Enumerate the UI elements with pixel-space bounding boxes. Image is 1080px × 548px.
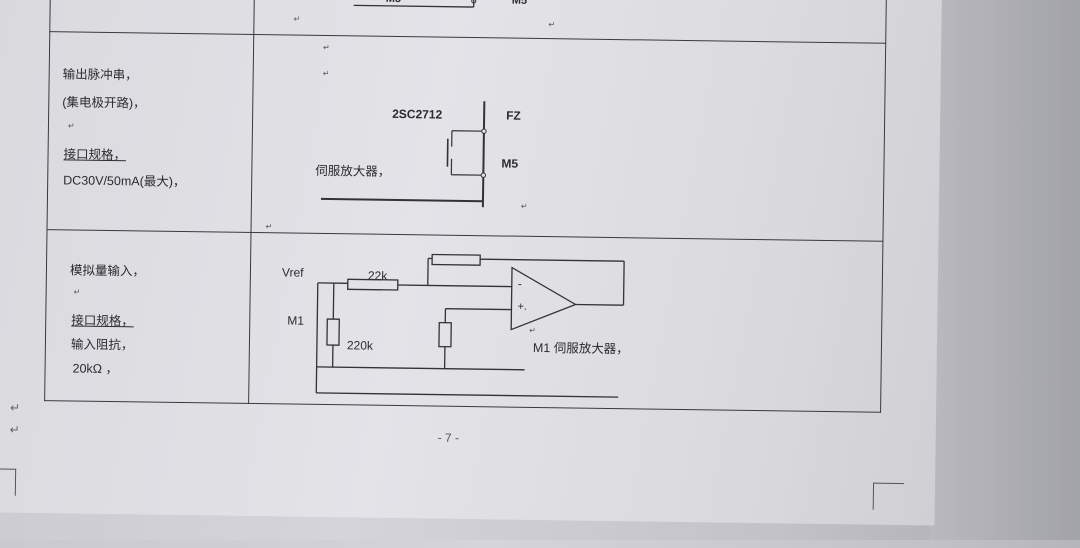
row2-label-input-impedance: 输入阻抗， [71, 333, 134, 353]
row2-servo-label: M1 伺服放大器， [533, 340, 629, 356]
page-number: - 7 - [438, 431, 460, 445]
format-mark: ↵ [74, 287, 81, 296]
row2-r22k-label: 22k [368, 269, 389, 283]
format-mark: ↵ [293, 15, 300, 24]
format-mark: ↵ [266, 222, 273, 231]
row1-fz-label: FZ [506, 109, 521, 123]
row2-r220k-label: 220k [347, 338, 374, 352]
row2-label-analog-input: 模拟量输入， [70, 259, 145, 279]
row2-label-interface-spec: 接口规格， [71, 309, 134, 329]
row2-m1-label: M1 [287, 313, 304, 327]
row1-label-interface-spec: 接口规格， [63, 143, 126, 163]
row0-left-label: M5 [386, 0, 401, 5]
paragraph-mark: ↵ [10, 423, 20, 437]
format-mark: ↵ [323, 69, 330, 78]
row1-label-output-pulse: 输出脉冲串， [63, 63, 138, 83]
row0-circuit-fragment: M5 M5 [253, 0, 574, 38]
row1-m5-label: M5 [501, 156, 518, 170]
opamp-minus-sign: - [518, 277, 522, 291]
row1-label-rating: DC30V/50mA(最大)， [63, 169, 186, 190]
opamp-plus-sign: +. [517, 301, 527, 313]
row1-transistor-label: 2SC2712 [392, 107, 443, 122]
row1-label-open-collector: (集电极开路)， [62, 91, 146, 111]
row2-label-impedance-value: 20kΩ ， [72, 357, 118, 377]
crop-mark-left [0, 468, 16, 495]
format-mark: ↵ [548, 20, 555, 29]
crop-mark-right [873, 483, 904, 510]
row1-circuit: 2SC2712 FZ M5 伺服放大器， [251, 36, 614, 237]
paragraph-mark: ↵ [10, 401, 20, 415]
row2-circuit: Vref M1 22k 220k M1 伺服放大器， - +. [248, 234, 650, 410]
format-mark: ↵ [529, 326, 536, 335]
format-mark: ↵ [323, 43, 330, 52]
row2-vref-label: Vref [282, 265, 304, 279]
row0-right-label: M5 [512, 0, 527, 7]
format-mark: ↵ [521, 202, 528, 211]
row1-servo-label: 伺服放大器， [315, 163, 390, 179]
format-mark: ↵ [68, 121, 75, 130]
